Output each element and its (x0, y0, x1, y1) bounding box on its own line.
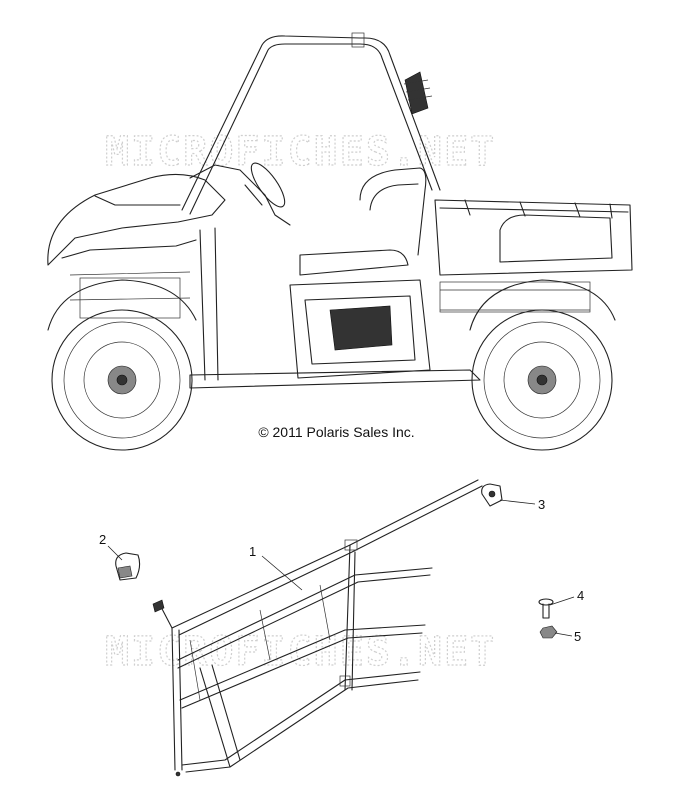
leader-line-2 (107, 545, 123, 561)
leader-line-1 (261, 555, 303, 591)
leader-line-5 (554, 632, 573, 637)
copyright-text: © 2011 Polaris Sales Inc. (258, 424, 415, 440)
nut-part (539, 625, 558, 639)
callout-1: 1 (249, 544, 256, 559)
leader-line-4 (549, 596, 575, 606)
clip-part (115, 552, 141, 581)
callout-4: 4 (577, 588, 584, 603)
watermark-bottom: MICROFICHES.NET (105, 629, 496, 675)
callout-5: 5 (574, 629, 581, 644)
cab-frame-part (152, 479, 483, 777)
callout-2: 2 (99, 532, 106, 547)
watermark-top: MICROFICHES.NET (105, 129, 496, 175)
vehicle-illustration (47, 32, 633, 451)
screw-part (538, 598, 554, 619)
bracket-part (481, 483, 503, 507)
leader-line-3 (499, 499, 536, 505)
callout-3: 3 (538, 497, 545, 512)
